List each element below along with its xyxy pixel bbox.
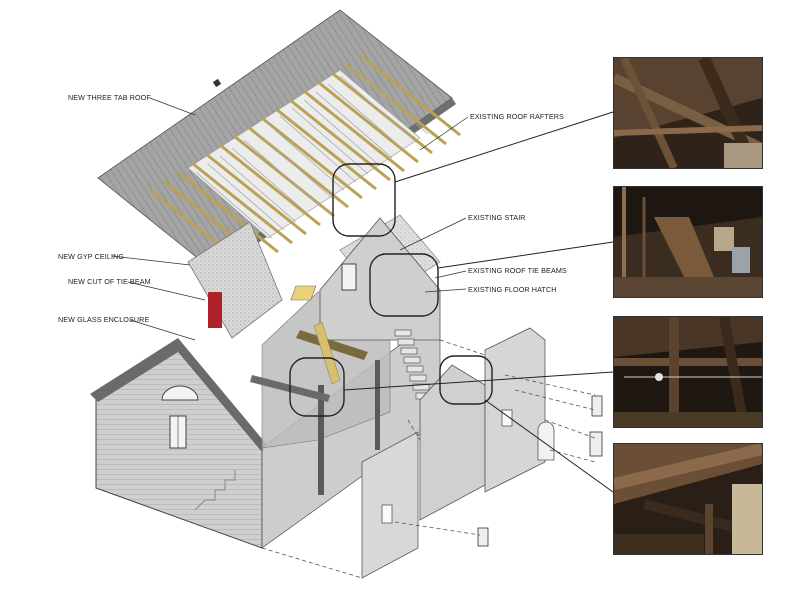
panel-window [381, 504, 393, 524]
red-glass-panel [208, 292, 222, 328]
post [375, 360, 380, 450]
tie-beam [313, 321, 341, 385]
dash-leader [261, 547, 363, 579]
label-existing-roof-rafters: EXISTING ROOF RAFTERS [470, 112, 564, 121]
rafter [247, 125, 349, 209]
photo-existing-stair [613, 186, 763, 298]
label-new-gyp-ceiling: NEW GYP CEILING [58, 252, 124, 261]
stair-tread [412, 383, 430, 391]
gable-window [341, 263, 357, 291]
label-new-cut-of-tie-beam: NEW CUT OF TIE BEAM [68, 277, 151, 286]
callout-bubbles [289, 163, 493, 417]
dash-leader [407, 419, 421, 441]
panel-window [501, 409, 513, 427]
rafter [233, 134, 335, 218]
sheathing-line [351, 67, 429, 135]
leader-tie-beams [343, 371, 614, 391]
sheathing-line [279, 115, 357, 183]
label-leaders [111, 97, 469, 341]
window-unit [591, 395, 603, 417]
sheathing-line [339, 75, 417, 143]
rafter [205, 152, 307, 236]
window-unit [589, 431, 603, 457]
post [318, 385, 324, 495]
interior-stair [194, 470, 236, 511]
rafter [303, 89, 405, 173]
exploded-wall-panel [484, 327, 546, 493]
stair-tread [397, 338, 415, 346]
photo-leaders [343, 111, 614, 493]
sheathing-line [231, 147, 309, 215]
label-new-three-tab-roof: NEW THREE TAB ROOF [68, 93, 151, 102]
callout-stair [369, 253, 439, 317]
arched-window [161, 385, 199, 449]
label-existing-floor-hatch: EXISTING FLOOR HATCH [468, 285, 557, 294]
panel-arch-window [537, 421, 555, 461]
dash-leader [544, 419, 596, 439]
dash-leader [439, 339, 486, 356]
photo-existing-floor-hatch [613, 443, 763, 555]
sheathing-line [255, 131, 333, 199]
sheathing-line [303, 99, 381, 167]
label-new-glass-enclosure: NEW GLASS ENCLOSURE [58, 315, 149, 324]
sheathing-line [327, 83, 405, 151]
callout-tie-beams [289, 357, 345, 417]
callout-rafters [332, 163, 396, 237]
stair-tread [400, 347, 418, 355]
label-existing-stair: EXISTING STAIR [468, 213, 526, 222]
rafter [177, 170, 279, 254]
sheathing-line [291, 107, 369, 175]
rafter [317, 80, 419, 164]
rafter [261, 116, 363, 200]
rafter [275, 107, 377, 191]
sheathing-line [315, 91, 393, 159]
tie-beam [296, 330, 368, 360]
sheathing-line [195, 171, 273, 239]
sheathing-line [267, 123, 345, 191]
leader-hatch [484, 399, 614, 493]
rafter-sheathing [187, 69, 421, 239]
photo-existing-tie-beams [613, 316, 763, 428]
house-body [90, 217, 441, 549]
label-existing-roof-tie-beams: EXISTING ROOF TIE BEAMS [468, 266, 567, 275]
dash-leader [394, 521, 481, 536]
stair-tread [409, 374, 427, 382]
stair-tread [403, 356, 421, 364]
rafter [359, 53, 461, 137]
photo-roof-rafters [613, 57, 763, 169]
rafter [191, 161, 293, 245]
sheathing-line [243, 139, 321, 207]
rafter [219, 143, 321, 227]
sheathing-line [207, 163, 285, 231]
front-gable-frame [90, 338, 268, 452]
sheathing-line [219, 155, 297, 223]
leader-stair [437, 241, 614, 269]
stair-tread [394, 329, 412, 337]
rafter-layer [149, 53, 461, 272]
leader-rafters [394, 111, 614, 183]
rafter [289, 98, 391, 182]
stair-tread [406, 365, 424, 373]
floor-hatch [290, 285, 317, 301]
roof-vent-icon [212, 78, 222, 88]
window-unit [477, 527, 489, 547]
